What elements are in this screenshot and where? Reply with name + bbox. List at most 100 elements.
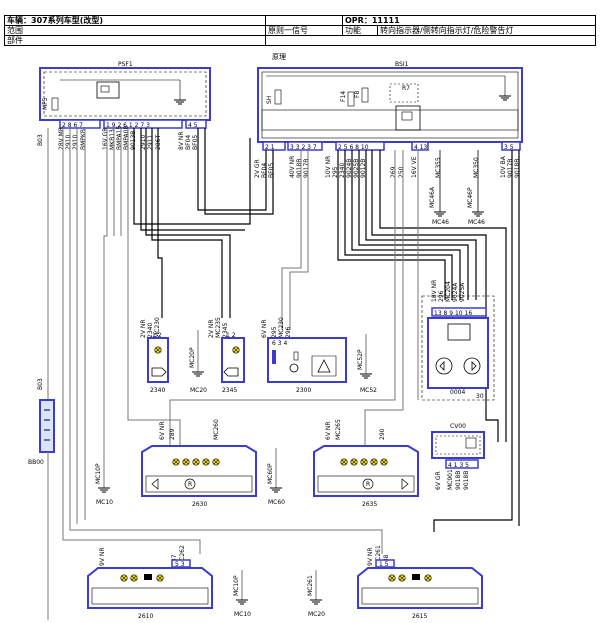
wire-bsi-l: MC355 <box>435 157 442 178</box>
wires-black <box>133 128 520 532</box>
mc20b-label: MC20 <box>308 611 325 618</box>
wire-bsi-e: 295 <box>332 166 339 178</box>
c2615-pins: 1 5 <box>379 561 389 568</box>
c0004-w1: 296 <box>438 290 445 302</box>
wire-psf1-l: BF04 <box>185 135 192 150</box>
component-0004: 18V NR 296 MC204 9024A 9025A 13 8 9 10 1… <box>421 280 495 401</box>
cv00-w3: 9018B <box>463 471 470 490</box>
component-2635: 6V NR MC265 290 R 2635 <box>313 419 419 508</box>
wire-psf1-j: 2911 <box>147 135 154 150</box>
mc20p-label: MC20P <box>189 347 196 368</box>
wire-psf1-i: 2910 <box>140 135 147 150</box>
svg-text:R: R <box>366 481 370 488</box>
c2635-w1: MC265 <box>335 419 342 440</box>
part-value <box>265 35 596 46</box>
mc20a-label: MC20 <box>190 387 207 394</box>
psf1-28v: 28V MR <box>58 127 65 150</box>
wire-bsi-h: 9025B <box>353 159 360 178</box>
b03-label: B03 <box>37 378 44 390</box>
wire-psf1-a: BMPKB <box>80 129 87 150</box>
wire-bsi-f: 2340 <box>339 163 346 178</box>
header-table: 车辆：307系列车型(改型) OPR：11111 范围 原则一信号 功能 转向指… <box>4 15 596 46</box>
bsi1-module: BSI1 SH F14 F8 R7 2 1 3 3 2 3 7 2 5 6 8 … <box>257 61 523 151</box>
c2610-w2: MC262 <box>179 545 186 566</box>
c0004-pins: 13 8 9 10 16 <box>434 310 472 317</box>
principle-label: 原理 <box>272 53 286 61</box>
wire-psf1-g: BMPA08 <box>123 126 130 150</box>
wire-psf1-b: 2910 <box>65 135 72 150</box>
wire-psf1-m: BF05 <box>192 135 199 150</box>
c2345-pins: 1 2 <box>226 332 236 339</box>
bsi-10vba-pins: 3 5 <box>504 144 514 151</box>
bsi-2v: 2V GR <box>254 159 261 178</box>
mc10pb-label: MC10P <box>233 575 240 596</box>
wire-bsi-g: 9024B <box>346 159 353 178</box>
psf1-16v-pins: 1 9 2 6 1 2 7 3 <box>106 122 150 129</box>
bsi-16v-pins: 4 13 <box>414 144 428 151</box>
wire-bsi-a: BF04 <box>261 163 268 178</box>
relay-r7: R7 <box>402 85 410 92</box>
c2300-pins: 6 3 4 <box>272 340 287 347</box>
mc46-grounds: MC46A MC46 MC46P MC46 <box>429 150 485 226</box>
wire-bsi-i: 9012B <box>360 159 367 178</box>
c2630-w1: 289 <box>169 428 176 440</box>
c2300-conn: 6V NR <box>261 320 268 339</box>
c2345-wire: 2345 <box>222 323 229 338</box>
c2610-label: 2610 <box>138 613 153 620</box>
component-2610: 9V NR 237 MC262 5 3 2610 <box>87 545 213 620</box>
mc60p-label: MC60P <box>267 463 274 484</box>
mc60-label: MC60 <box>268 499 285 506</box>
bsi-wire-labels: 2V GR BF04 BF05 40V NR 9018B 9017B 10V N… <box>254 155 521 178</box>
mc261-label: MC261 <box>307 575 314 596</box>
wire-bsi-k: 250 <box>398 166 405 178</box>
mc52p-label: MC52P <box>357 349 364 370</box>
c2300-wire3: 296 <box>285 326 292 338</box>
cv00-pins: 4 1 3 5 <box>448 462 469 469</box>
c2630-label: 2630 <box>192 501 207 508</box>
c2610-conn: 9V NR <box>99 548 106 567</box>
c2635-w2: 290 <box>379 428 386 440</box>
mc46-label: MC46 <box>432 219 449 226</box>
bsi-16v: 16V VE <box>411 156 418 178</box>
c2340-label: 2340 <box>150 387 165 394</box>
component-2300: 6V NR 295 MC230 296 6 3 4 2300 <box>261 317 347 394</box>
c2340-pins: 1 2 <box>152 332 162 339</box>
wire-bsi-o: 9018B <box>514 159 521 178</box>
c2635-label: 2635 <box>362 501 377 508</box>
bb00-label: BB00 <box>28 459 44 466</box>
c2615-conn: 9V NR <box>367 548 374 567</box>
mc52-label: MC52 <box>360 387 377 394</box>
c2300-wire: 295 <box>271 326 278 338</box>
c2615-w1: MC261 <box>375 545 382 566</box>
psf1-28v-pins: 2 8 6 7 <box>62 122 83 129</box>
b03-text: B03 <box>37 134 44 146</box>
fuse-mf5: MF5 <box>42 97 49 110</box>
bsi-40v-pins: 3 3 2 3 7 <box>290 144 317 151</box>
c2345-label: 2345 <box>222 387 237 394</box>
psf1-module: PSF1 MF5 2 8 6 7 1 9 2 6 1 2 7 3 4 5 <box>39 61 211 129</box>
fuse-f8: F8 <box>354 91 361 98</box>
wires-gray <box>47 128 419 554</box>
c2300-wire2: MC230 <box>278 317 285 338</box>
c2635-conn: 6V NR <box>325 422 332 441</box>
wire-psf1-c: 2910 <box>72 135 79 150</box>
fuse-f14: F14 <box>340 91 347 102</box>
mc10a-label: MC10 <box>96 499 113 506</box>
wire-bsi-d: 9017B <box>303 159 310 178</box>
c0004-w4: 9025A <box>459 282 466 302</box>
mc46-label-2: MC46 <box>468 219 485 226</box>
psf1-16v: 16V GR <box>102 128 109 150</box>
c0004-ref: 30 <box>476 393 484 400</box>
cv00-w2: 9018B <box>455 471 462 490</box>
c2340-conn: 2V NR <box>140 320 147 339</box>
c2610-pins: 5 3 <box>175 561 185 568</box>
bsi-40v: 40V NR <box>289 156 296 178</box>
c2345-wire2: MC235 <box>215 317 222 338</box>
bsi1-label: BSI1 <box>395 61 409 68</box>
mc10p-label: MC10P <box>95 463 102 484</box>
c2300-label: 2300 <box>296 387 311 394</box>
c0004-label: 0004 <box>450 389 465 396</box>
psf1-8v-pins: 4 5 <box>188 122 198 129</box>
component-2340: 2V NR 2340 MC230 1 2 2340 <box>140 317 169 394</box>
